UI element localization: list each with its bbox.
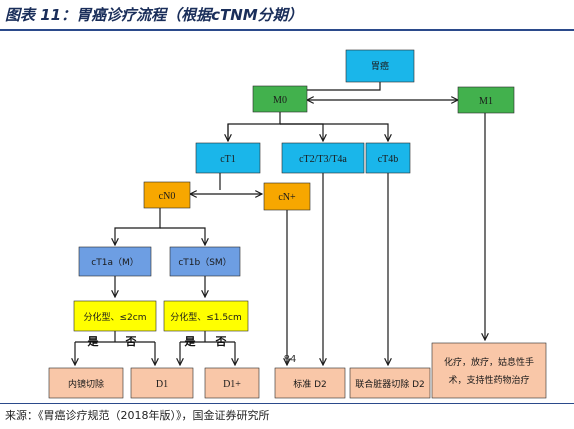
node-diff2: 分化型、≤1.5cm	[163, 300, 249, 332]
node-cn0: cN0	[143, 181, 191, 209]
node-m0: M0	[252, 85, 308, 113]
node-ct2: cT2/T3/T4a	[281, 142, 365, 174]
node-d1: D1	[130, 367, 194, 399]
node-ct1b: cT1b（SM）	[169, 246, 241, 277]
svg-text:内镜切除: 内镜切除	[68, 378, 104, 390]
svg-text:cT4b: cT4b	[378, 154, 399, 165]
node-endoscopic: 内镜切除	[48, 367, 124, 399]
node-ct4b: cT4b	[365, 142, 411, 174]
node-ct1: cT1	[195, 142, 261, 174]
svg-text:胃癌: 胃癌	[371, 60, 389, 72]
svg-text:联合脏器切除 D2: 联合脏器切除 D2	[355, 378, 425, 390]
branch-no-2: 否	[215, 335, 227, 348]
svg-text:cN0: cN0	[159, 191, 176, 202]
svg-text:D1: D1	[156, 379, 168, 390]
branch-no-1: 否	[125, 335, 137, 348]
branch-yes-1: 是	[87, 335, 100, 348]
title-divider	[0, 29, 574, 31]
node-m1: M1	[457, 86, 515, 114]
page-number: 84	[284, 354, 297, 365]
node-ct1a: cT1a（M）	[78, 246, 152, 277]
figure-title: 图表 11：胃癌诊疗流程（根据cTNM分期）	[5, 6, 303, 24]
svg-text:标准 D2: 标准 D2	[293, 378, 327, 390]
node-d1plus: D1+	[204, 367, 260, 399]
svg-text:M0: M0	[273, 95, 287, 106]
connectors	[75, 82, 485, 365]
svg-text:D1+: D1+	[223, 379, 241, 390]
svg-text:cN+: cN+	[278, 192, 296, 203]
node-root: 胃癌	[345, 49, 415, 83]
source-divider	[0, 403, 574, 404]
svg-text:分化型、≤2cm: 分化型、≤2cm	[84, 311, 147, 323]
svg-text:化疗，放疗，姑息性手: 化疗，放疗，姑息性手	[444, 356, 534, 368]
svg-text:cT2/T3/T4a: cT2/T3/T4a	[299, 154, 347, 165]
svg-text:分化型、≤1.5cm: 分化型、≤1.5cm	[170, 311, 242, 323]
edge-cn0-ct1ab	[115, 208, 161, 245]
edge-m0-groups	[227, 112, 281, 141]
node-standard-d2: 标准 D2	[274, 367, 346, 399]
node-cnplus: cN+	[263, 182, 311, 211]
svg-text:cT1: cT1	[220, 154, 236, 165]
svg-text:术，支持性药物治疗: 术，支持性药物治疗	[448, 374, 529, 386]
svg-text:cT1a（M）: cT1a（M）	[91, 257, 138, 268]
svg-text:cT1b（SM）: cT1b（SM）	[178, 257, 231, 268]
source-note: 来源：《胃癌诊疗规范（2018年版）》，国金证券研究所	[5, 409, 270, 422]
node-chemo: 化疗，放疗，姑息性手 术，支持性药物治疗	[431, 342, 547, 399]
branch-yes-2: 是	[184, 335, 197, 348]
node-diff1: 分化型、≤2cm	[73, 300, 157, 332]
node-combined-d2: 联合脏器切除 D2	[349, 367, 431, 399]
svg-text:M1: M1	[479, 96, 493, 107]
